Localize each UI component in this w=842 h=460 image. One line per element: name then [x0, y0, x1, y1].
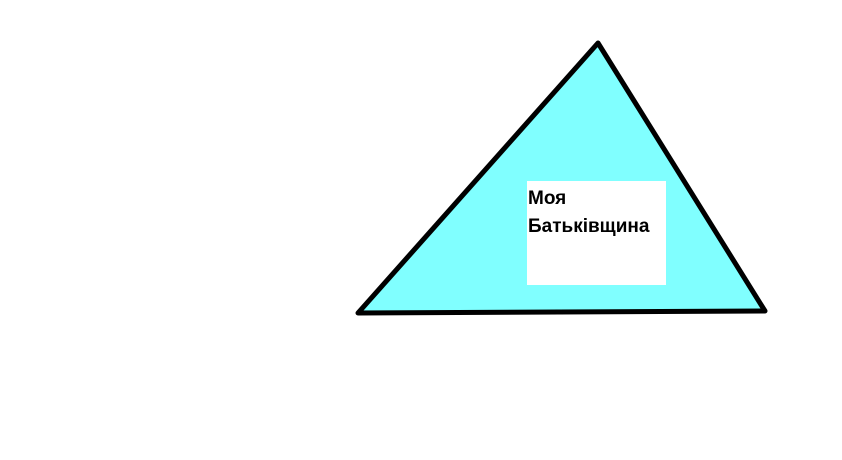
- label-text: Моя Батьківщина: [528, 188, 650, 237]
- label-box: Моя Батьківщина: [527, 181, 666, 285]
